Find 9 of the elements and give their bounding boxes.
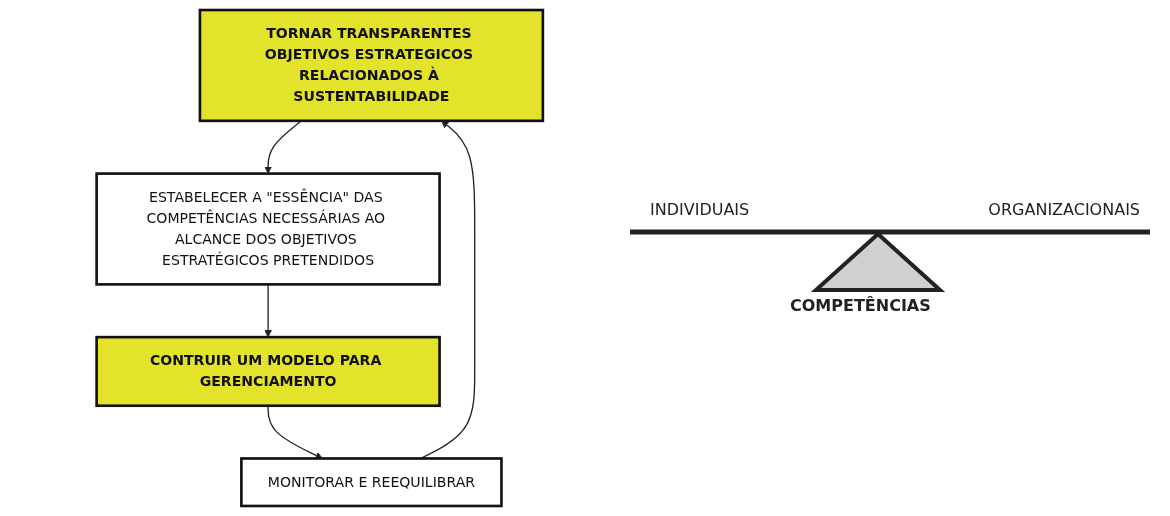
seesaw-label: INDIVIDUAIS bbox=[650, 200, 750, 219]
arrow bbox=[264, 120, 303, 174]
seesaw-label: ORGANIZACIONAIS bbox=[988, 200, 1140, 219]
arrow bbox=[267, 405, 324, 459]
node-box: CONTRUIR UM MODELO PARA GERENCIAMENTO bbox=[95, 335, 442, 408]
node-box: ESTABELECER A "ESSÊNCIA" DAS COMPETÊNCIAS NECESSÁRIAS AO ALCANCE DOS OBJETIVOS ESTRATÉGICOS PRETENDIDOS bbox=[95, 172, 442, 286]
node-box: MONITORAR E REEQUILIBRAR bbox=[240, 457, 503, 508]
node-box: TORNAR TRANSPARENTES OBJETIVOS ESTRATEGICOS RELACIONADOS À SUSTENTABILIDADE bbox=[198, 8, 545, 123]
fulcrum-label: COMPETÊNCIAS bbox=[790, 296, 931, 315]
